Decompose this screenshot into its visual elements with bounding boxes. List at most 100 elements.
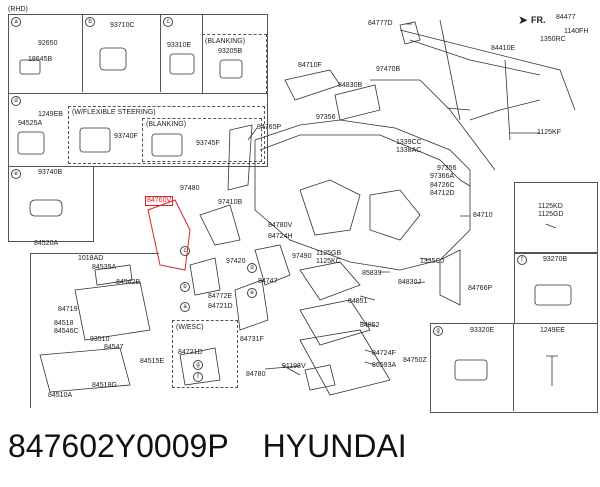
blanking-title-c: (BLANKING) (205, 38, 246, 45)
callout-c-header: c (163, 17, 176, 27)
variant-label: (RHD) (8, 6, 28, 13)
callout-g: g (433, 326, 443, 336)
part-shape-84510a (39, 347, 131, 393)
callout-a-header: a (11, 17, 24, 27)
esc-box (172, 320, 238, 388)
part-label-93510: 93510 (90, 336, 110, 343)
part-label-84724f: 84724F (372, 350, 396, 357)
part-label-84410e: 84410E (491, 45, 516, 52)
part-shape-97420 (254, 244, 291, 286)
part-label-e: 93740B (38, 169, 63, 176)
box-e (8, 166, 94, 242)
callout-c: c (163, 17, 173, 27)
part-label-1338ac: 1338AC (396, 147, 422, 154)
callout-d-marker: d (247, 263, 260, 273)
part-label-86593a: 86593A (372, 362, 397, 369)
callout-d-header: d (11, 96, 24, 106)
part-shape-91198v (304, 364, 336, 391)
part-label-97356-b: 97356 (437, 165, 457, 172)
parts-diagram: (RHD) a 92650 18645B b 93710C c 93310E (… (8, 6, 598, 413)
part-label-18645b: 18645B (28, 56, 53, 63)
part-shape-84830b (334, 84, 381, 121)
part-label-84777d: 84777D (368, 20, 393, 27)
part-shape-84542b (94, 264, 133, 286)
part-label-84724h: 84724H (268, 233, 293, 240)
part-label-1125gb: 1125GB (316, 250, 342, 257)
part-shape-84750z (299, 329, 391, 396)
callout-e-marker: e (247, 288, 260, 298)
part-label-84852: 84852 (360, 322, 380, 329)
part-label-84830j: 84830J (398, 279, 421, 286)
part-label-84518g: 84518G (92, 382, 117, 389)
parts-drawing (17, 19, 576, 396)
callout-c-marker: c (180, 246, 193, 256)
part-label-c: 93310E (167, 42, 192, 49)
callout-b-marker: b (180, 282, 193, 292)
part-shape-84852 (299, 299, 371, 346)
part-shape-84719 (74, 281, 151, 341)
part-shape-screw (546, 355, 558, 386)
part-label-84710: 84710 (473, 212, 493, 219)
callout-f-marker: f (193, 372, 206, 382)
part-shape-84765p (227, 124, 253, 191)
cluster-opening (299, 179, 361, 236)
box-bolts-right (514, 182, 598, 254)
part-shape-97410b (199, 204, 241, 246)
part-label-1350rc: 1350RC (540, 36, 566, 43)
part-label-1249ee: 1249EE (540, 327, 565, 334)
part-label-f: 93270B (543, 256, 568, 263)
flex-steering-title: (W/FLEXIBLE STEERING) (72, 109, 156, 116)
divider-g (430, 323, 514, 411)
part-label-97490: 97490 (292, 253, 312, 260)
part-label-1018ad: 1018AD (78, 255, 104, 262)
callout-e: e (11, 169, 21, 179)
blanking-box-d (142, 118, 262, 162)
part-shape-84766p (439, 249, 461, 306)
box-g (430, 323, 598, 413)
dash-top-line (259, 134, 461, 181)
callout-f-header: f (517, 255, 530, 265)
part-label-84721d-b: 84721D (178, 349, 203, 356)
part-label-97470b: 97470B (376, 66, 401, 73)
part-label-g: 93320E (470, 327, 495, 334)
part-label-84477: 84477 (556, 14, 576, 21)
callout-a: a (11, 17, 21, 27)
part-label-84851: 84851 (348, 298, 368, 305)
part-label-94525a: 94525A (18, 120, 43, 127)
part-label-84535a: 84535A (92, 264, 117, 271)
part-label-85839: 85839 (362, 270, 382, 277)
part-shape-84772e (189, 257, 221, 296)
part-label-a: 92650 (38, 40, 58, 47)
callout-e-header: e (11, 169, 24, 179)
part-label-84780: 84780 (246, 371, 266, 378)
duct-97470b (370, 79, 496, 171)
part-shape-esc (179, 347, 221, 386)
part-label-1125kf: 1125KF (537, 129, 561, 136)
callout-b: b (85, 17, 95, 27)
part-shape-c (169, 53, 195, 75)
part-label-97366a: 97366A (430, 173, 455, 180)
glove-box-frame (30, 253, 159, 408)
callout-g-marker: g (193, 360, 206, 370)
divider-b (82, 14, 161, 92)
blanking-title-d: (BLANKING) (146, 121, 187, 128)
part-shape-c2 (219, 59, 243, 79)
part-label-84510a: 84510A (48, 392, 73, 399)
esc-title: (W/ESC) (176, 324, 204, 331)
part-shape-d3 (151, 133, 183, 157)
part-label-1335cj: 1335CJ (420, 258, 445, 265)
part-label-84719: 84719 (58, 306, 78, 313)
part-label-84542b: 84542B (116, 279, 141, 286)
part-label-93740f: 93740F (114, 133, 138, 140)
direction-arrow-icon: ➤ (518, 13, 529, 27)
part-label-1125kc: 1125KC (316, 258, 341, 265)
cowl-bracket (399, 21, 421, 45)
part-label-97356-a: 97356 (316, 114, 336, 121)
part-shape-a (19, 59, 41, 75)
part-label-97410b: 97410B (218, 199, 243, 206)
part-label-b: 93710C (110, 22, 135, 29)
part-shape-g (454, 359, 488, 381)
part-label-1125gd: 1125GD (538, 211, 564, 218)
part-label-84830b: 84830B (338, 82, 363, 89)
